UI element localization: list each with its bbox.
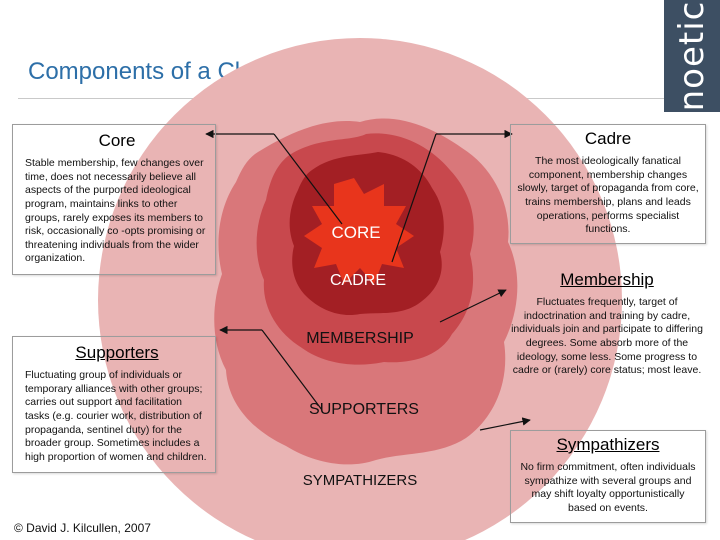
panel-cadre-heading: Cadre <box>584 129 632 148</box>
label-cadre: CADRE <box>329 272 387 289</box>
panel-supporters: Supporters Fluctuating group of individu… <box>12 336 216 474</box>
copyright: © David J. Kilcullen, 2007 <box>14 521 151 535</box>
panel-sympathizers-heading: Sympathizers <box>556 435 660 454</box>
panel-cadre-text: The most ideologically fanatical compone… <box>517 155 699 236</box>
panel-membership-heading: Membership <box>560 270 654 289</box>
label-membership: MEMBERSHIP <box>306 330 414 347</box>
panel-core-text: Stable membership, few changes over time… <box>25 157 206 265</box>
panel-membership-text: Fluctuates frequently, target of indoctr… <box>511 296 703 377</box>
panel-membership: Membership Fluctuates frequently, target… <box>510 270 704 378</box>
arrow-supporters-leader <box>261 329 323 411</box>
label-core: CORE <box>331 223 381 242</box>
panel-supporters-text: Fluctuating group of individuals or temp… <box>25 369 207 463</box>
label-supporters: SUPPORTERS <box>309 401 419 418</box>
panel-core: Core Stable membership, few changes over… <box>12 124 216 276</box>
label-sympathizers: SYMPATHIZERS <box>302 472 418 489</box>
panel-sympathizers: Sympathizers No firm commitment, often i… <box>510 430 706 523</box>
panel-cadre: Cadre The most ideologically fanatical c… <box>510 124 706 244</box>
brand-bar: noetic <box>664 0 720 112</box>
arrow-core-leader <box>273 133 343 225</box>
panel-supporters-heading: Supporters <box>75 343 159 362</box>
panel-core-heading: Core <box>98 131 136 150</box>
arrow-cadre-leader <box>391 133 437 263</box>
panel-sympathizers-text: No firm commitment, often individuals sy… <box>520 461 696 514</box>
ring-core <box>304 178 414 284</box>
arrow-sympathizers <box>479 417 531 431</box>
arrow-membership <box>439 289 507 323</box>
